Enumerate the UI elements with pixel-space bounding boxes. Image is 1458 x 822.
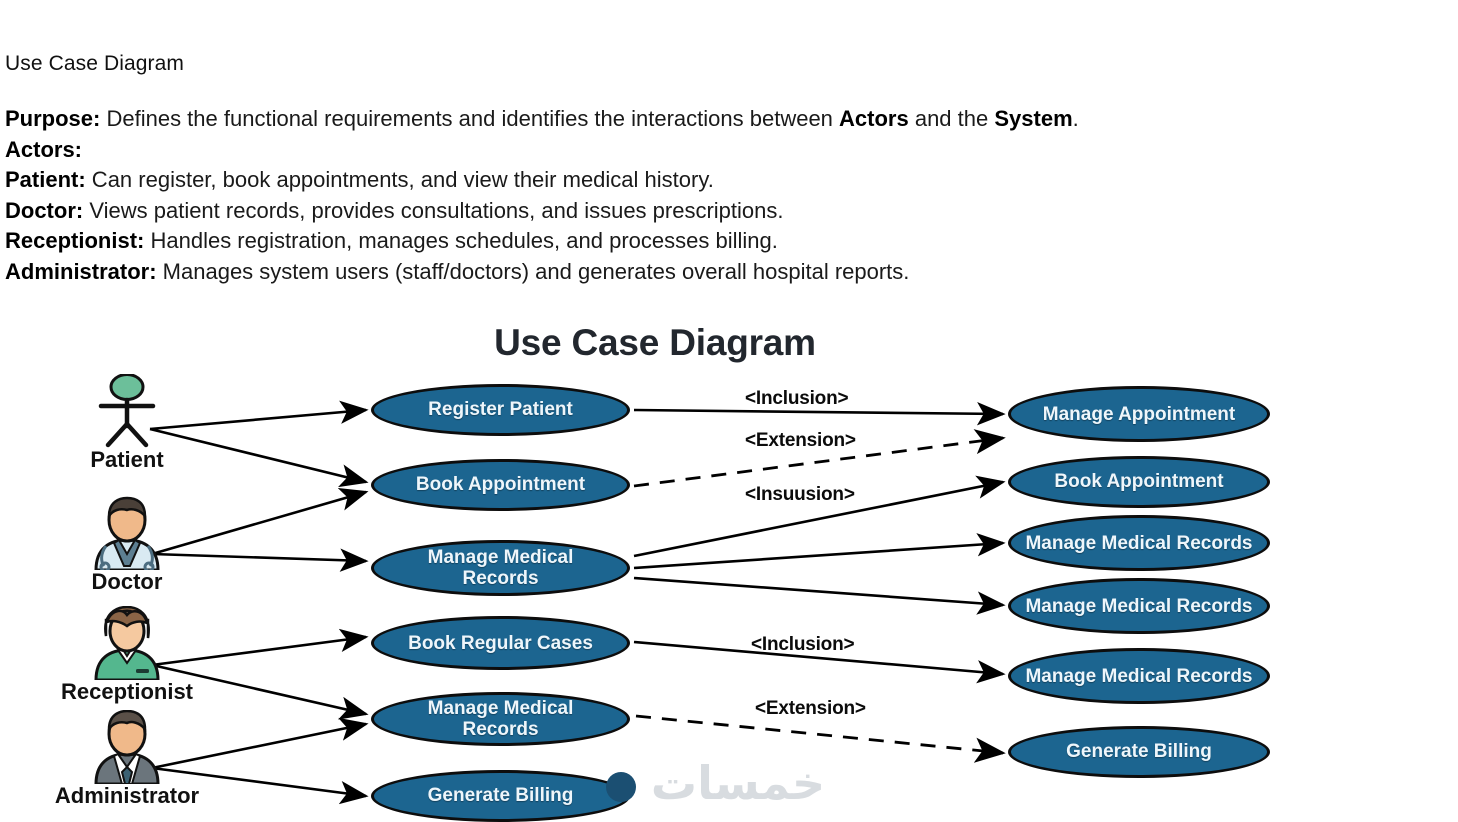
link-doctor-book-appointment	[151, 487, 369, 556]
use-case-register-patient[interactable]: Register Patient	[371, 384, 630, 436]
actor-doctor-label: Doctor	[91, 569, 163, 594]
link-doctor-manage-records	[151, 548, 369, 572]
doctor-line: Doctor: Views patient records, provides …	[5, 196, 1345, 227]
use-case-manage-medical-records-r3-label: Manage Medical Records	[1025, 665, 1253, 687]
relationship-label-insuusion: <Insuusion>	[745, 484, 855, 505]
use-case-generate-billing-right-label: Generate Billing	[1066, 741, 1212, 762]
administrator-text: Manages system users (staff/doctors) and…	[156, 258, 910, 284]
purpose-text: Defines the functional requirements and …	[100, 106, 840, 131]
connector-lines	[149, 400, 1006, 805]
link-receptionist-manage-records	[151, 663, 369, 720]
use-case-manage-medical-records-2[interactable]: Manage Medical Records	[371, 692, 630, 746]
actors-heading-label: Actors:	[5, 136, 83, 162]
doctor-avatar-icon	[52, 496, 202, 570]
link-inclusion-manage-appointment	[633, 402, 1006, 426]
purpose-text-2: and the	[908, 106, 995, 131]
purpose-label: Purpose:	[5, 106, 101, 131]
receptionist-avatar-icon	[52, 606, 202, 680]
use-case-book-appointment[interactable]: Book Appointment	[371, 459, 630, 511]
doctor-text: Views patient records, provides consulta…	[83, 197, 784, 223]
relationship-label-extension-2: <Extension>	[755, 698, 866, 719]
purpose-line: Purpose: Defines the functional requirem…	[5, 104, 1345, 135]
patient-line: Patient: Can register, book appointments…	[5, 165, 1345, 196]
system-emphasis: System	[994, 106, 1073, 131]
receptionist-text: Handles registration, manages schedules,…	[144, 228, 778, 253]
use-case-manage-medical-records-r1-label: Manage Medical Records	[1025, 532, 1253, 554]
diagram-title: Use Case Diagram	[494, 322, 816, 363]
patient-text: Can register, book appointments, and vie…	[85, 167, 714, 192]
link-receptionist-book-regular-cases	[151, 628, 369, 667]
use-case-book-regular-cases-label: Book Regular Cases	[408, 632, 593, 654]
relationship-label-inclusion-1: <Inclusion>	[745, 388, 849, 409]
link-patient-register-patient	[149, 400, 369, 431]
link-administrator-generate-billing	[151, 766, 369, 805]
actor-administrator[interactable]: Administrator	[52, 710, 202, 809]
use-case-book-appointment-label: Book Appointment	[415, 474, 586, 495]
link-inclusion-manage-records-r3	[633, 640, 1006, 684]
watermark-dot-icon	[606, 772, 636, 802]
actor-administrator-label: Administrator	[54, 783, 200, 808]
relationship-label-inclusion-2: <Inclusion>	[751, 634, 855, 655]
link-extension-generate-billing	[635, 714, 1006, 763]
use-case-book-appointment-right-label: Book Appointment	[1054, 471, 1224, 492]
link-extension-manage-appointment	[633, 429, 1006, 488]
link-insuusion-book-appointment	[633, 475, 1006, 558]
administrator-avatar-icon	[52, 710, 202, 784]
page-title: Use Case Diagram	[5, 52, 184, 75]
actors-heading-line: Actors:	[5, 135, 1345, 166]
relationship-label-extension-1: <Extension>	[745, 430, 856, 451]
use-case-manage-medical-records-r2[interactable]: Manage Medical Records	[1008, 578, 1270, 634]
use-case-manage-appointment-label: Manage Appointment	[1042, 403, 1236, 425]
receptionist-line: Receptionist: Handles registration, mana…	[5, 226, 1345, 257]
use-case-manage-medical-records-r1[interactable]: Manage Medical Records	[1008, 515, 1270, 571]
actor-receptionist[interactable]: Receptionist	[52, 606, 202, 705]
use-case-generate-billing-right[interactable]: Generate Billing	[1008, 726, 1270, 778]
actor-receptionist-label: Receptionist	[60, 679, 194, 704]
use-case-manage-medical-records-r3[interactable]: Manage Medical Records	[1008, 648, 1270, 704]
actor-doctor[interactable]: Doctor	[52, 496, 202, 595]
use-case-book-appointment-right[interactable]: Book Appointment	[1008, 456, 1270, 508]
use-case-generate-billing-left[interactable]: Generate Billing	[371, 770, 630, 822]
administrator-label: Administrator:	[5, 258, 157, 284]
link-administrator-manage-records	[151, 717, 369, 770]
use-case-manage-medical-records-1[interactable]: Manage Medical Records	[371, 540, 630, 596]
use-case-diagram: Use Case Diagram	[0, 316, 1458, 822]
link-manage-records-r2	[633, 576, 1006, 615]
use-case-manage-medical-records-1-label: Manage Medical Records	[427, 547, 574, 589]
actor-patient[interactable]: Patient	[52, 374, 202, 473]
actors-emphasis: Actors	[839, 106, 909, 131]
use-case-manage-medical-records-2-label: Manage Medical Records	[427, 698, 574, 740]
link-manage-records-r1	[633, 533, 1006, 570]
use-case-book-regular-cases[interactable]: Book Regular Cases	[371, 616, 630, 670]
doctor-label: Doctor:	[5, 197, 84, 223]
use-case-generate-billing-left-label: Generate Billing	[427, 785, 574, 806]
purpose-text-3: .	[1072, 106, 1079, 131]
use-case-register-patient-label: Register Patient	[428, 399, 573, 420]
actor-patient-label: Patient	[90, 447, 164, 472]
use-case-manage-appointment[interactable]: Manage Appointment	[1008, 386, 1270, 442]
description-text-block: Use Case Diagram Purpose: Defines the fu…	[5, 52, 1345, 287]
use-case-manage-medical-records-r2-label: Manage Medical Records	[1025, 595, 1253, 617]
receptionist-label: Receptionist:	[5, 228, 145, 253]
patient-label: Patient:	[5, 167, 86, 192]
administrator-line: Administrator: Manages system users (sta…	[5, 257, 1345, 288]
stick-figure-icon	[52, 374, 202, 448]
link-patient-book-appointment	[149, 427, 369, 488]
watermark-text: خمسات	[650, 756, 826, 810]
